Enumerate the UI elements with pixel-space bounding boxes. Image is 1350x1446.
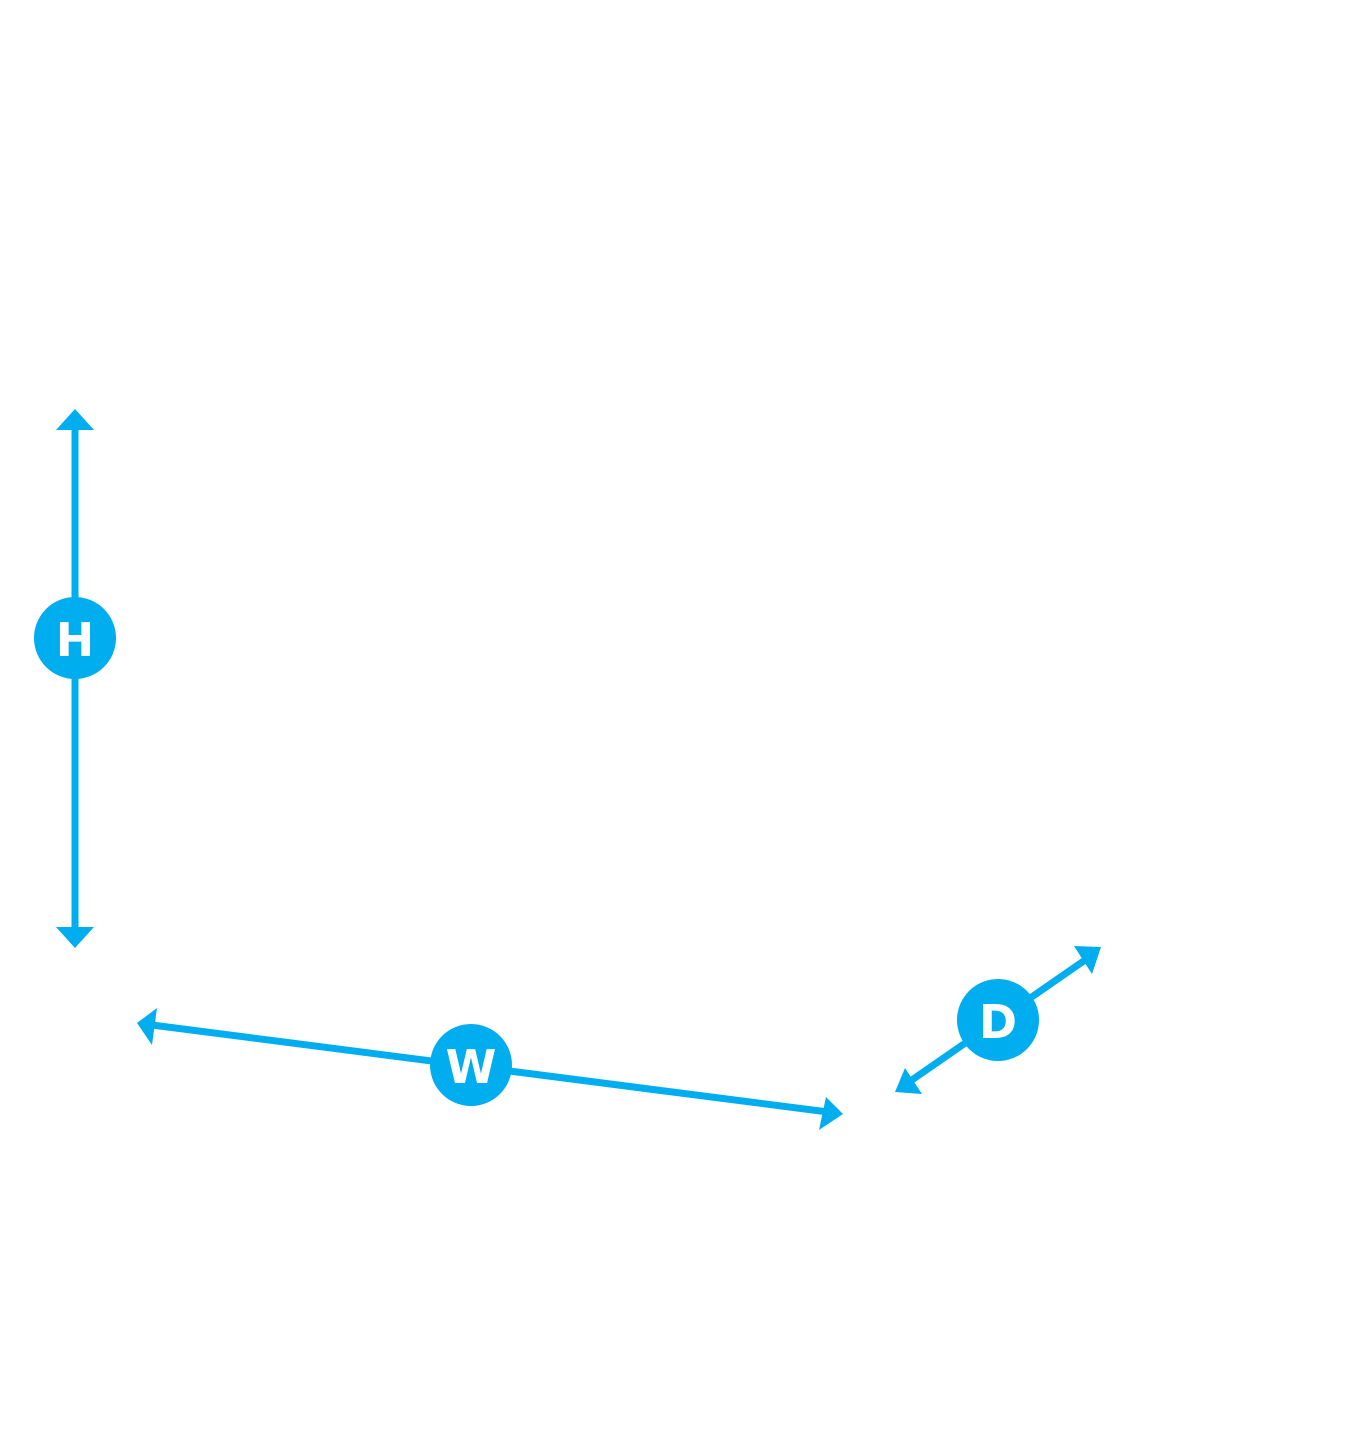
width-dimension: W (137, 1008, 843, 1130)
depth-dimension: D (895, 946, 1101, 1094)
width-label: W (446, 1040, 497, 1094)
height-arrow-head-bottom (56, 927, 94, 948)
width-arrow-head-right (819, 1097, 843, 1130)
height-arrow-head-top (56, 409, 94, 430)
height-dimension: H (34, 409, 116, 948)
height-label: H (56, 613, 95, 667)
depth-arrow-head-top-right (1074, 946, 1101, 974)
depth-label-badge (957, 979, 1039, 1061)
height-label-badge (34, 597, 116, 679)
depth-label: D (979, 995, 1017, 1049)
width-label-badge (430, 1024, 512, 1106)
depth-arrow-head-bottom-left (895, 1068, 922, 1094)
width-arrow-head-left (137, 1008, 157, 1045)
